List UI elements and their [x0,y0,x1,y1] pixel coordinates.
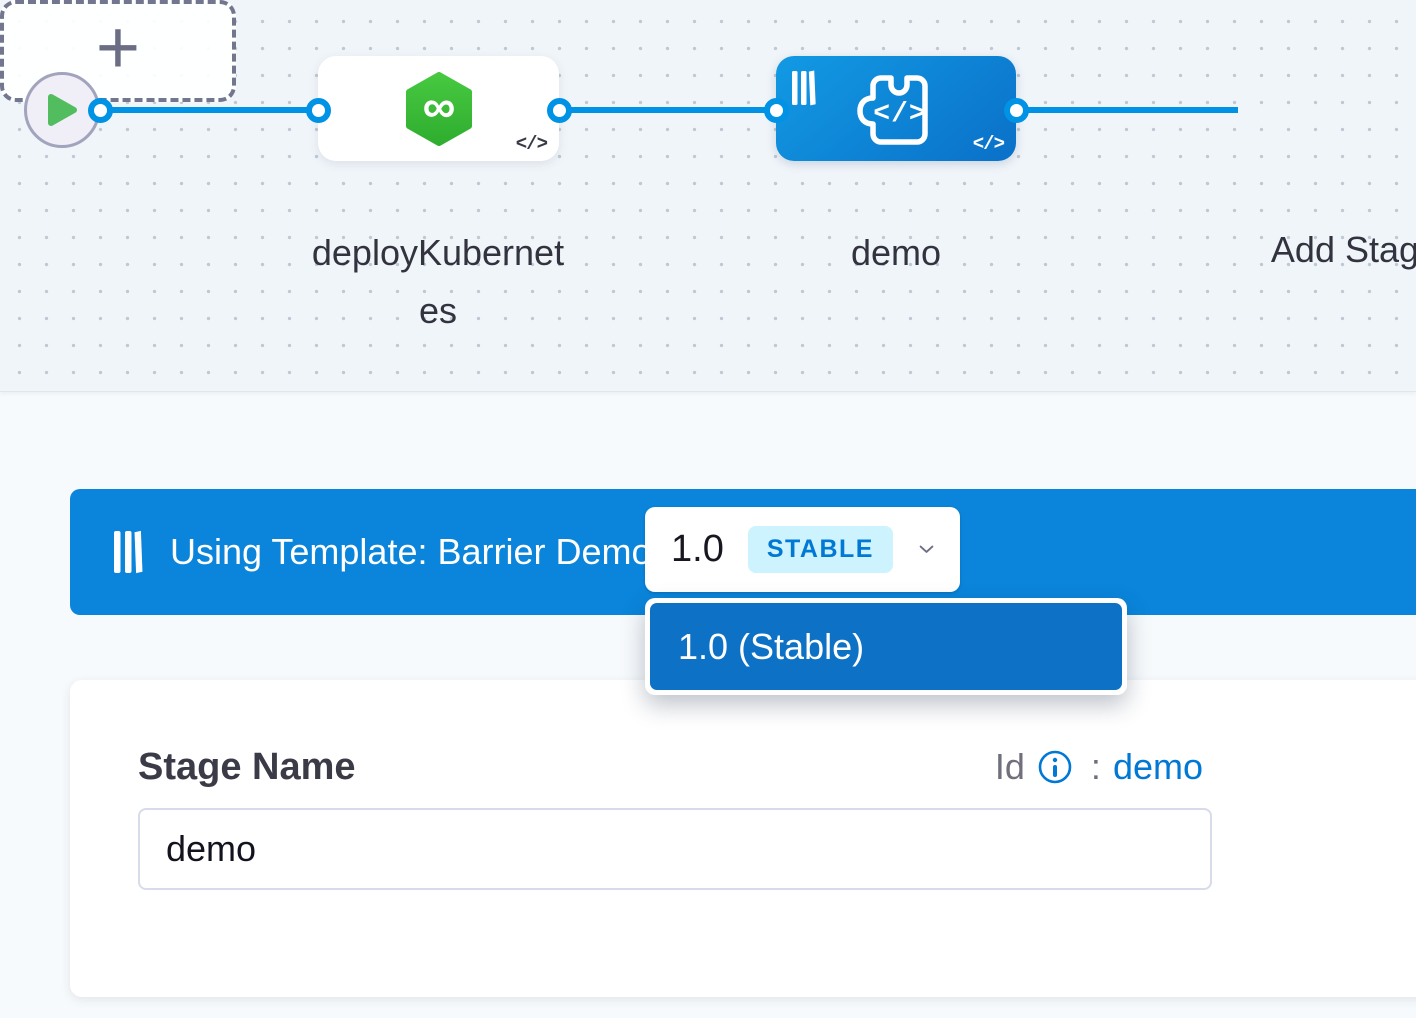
id-separator: : [1090,746,1101,787]
add-stage-label: Add Stage [1270,229,1416,270]
template-version-select[interactable]: 1.0 STABLE [645,507,960,592]
template-icon [792,70,816,106]
stage-node-demo[interactable]: </> </> [776,56,1016,161]
template-icon [114,530,143,574]
cd-module-icon: ∞ [405,71,472,146]
stage-id-group: Id : demo [995,746,1203,788]
code-icon: </> [515,133,548,155]
play-icon [48,94,77,126]
infinity-icon: ∞ [422,80,455,132]
stage-id-value: demo [1112,746,1203,787]
stable-badge: STABLE [747,526,893,573]
connector-port[interactable] [763,97,789,123]
connector-port[interactable] [1003,97,1029,123]
stage-name-label: Stage Name [138,746,356,788]
plus-icon: + [95,5,141,90]
custom-stage-icon: </> [857,74,928,145]
pipeline-edge [100,107,318,113]
connector-port[interactable] [546,97,572,123]
connector-port[interactable] [305,97,331,123]
info-icon[interactable] [1037,749,1073,785]
stage-overview-card: Stage Name Id : demo [70,680,1416,997]
connector-port[interactable] [87,97,113,123]
stage-name-input[interactable] [138,808,1212,890]
chevron-down-icon [919,545,934,553]
pipeline-edge [559,107,777,113]
code-icon: </> [873,99,926,130]
version-number: 1.0 [671,528,724,570]
stage-label-demo: demo [850,232,942,273]
using-template-text: Using Template: Barrier Demo [170,531,652,572]
id-label: Id [994,746,1025,787]
stage-node-deploykubernetes[interactable]: ∞ </> [318,56,559,161]
pipeline-canvas[interactable]: ∞ </> </> </> + deployKubernetes demo Ad… [0,0,1416,392]
version-dropdown-menu: 1.0 (Stable) [645,598,1127,695]
pipeline-edge [1016,107,1238,113]
version-option-1-0-stable[interactable]: 1.0 (Stable) [650,603,1122,690]
code-icon: </> [972,133,1005,155]
pipeline-start-node[interactable] [24,72,100,148]
stage-label-deploykubernetes: deployKubernetes [311,232,565,331]
